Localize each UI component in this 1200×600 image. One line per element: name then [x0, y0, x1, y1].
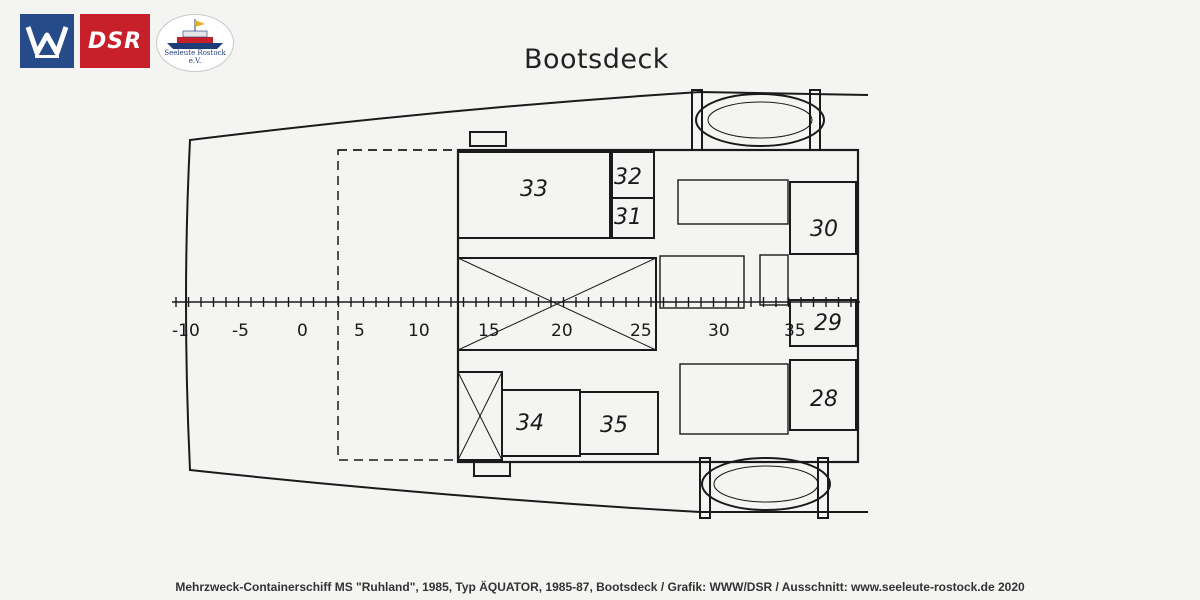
- scale-label: 0: [297, 321, 308, 341]
- plan-title: Bootsdeck: [524, 44, 669, 75]
- room-35-outline: [579, 391, 659, 455]
- stair-block: [659, 255, 745, 309]
- scale-label: 15: [478, 321, 500, 341]
- room-label-28: 28: [810, 387, 838, 412]
- scale-label: 30: [708, 321, 730, 341]
- room-label-29: 29: [814, 311, 842, 336]
- scale-label: 25: [630, 321, 652, 341]
- lower-cabin-block: [679, 363, 789, 435]
- room-label-31: 31: [614, 205, 642, 230]
- lifeboat-lower: [701, 457, 831, 511]
- room-label-32: 32: [614, 165, 642, 190]
- corridor-block: [759, 254, 789, 306]
- scale-label: -10: [172, 321, 200, 341]
- room-29-outline: [789, 299, 857, 347]
- upper-cabin-block: [677, 179, 789, 225]
- dsr-logo: DSR: [80, 14, 150, 68]
- scale-label: 5: [354, 321, 365, 341]
- ship-icon: [167, 19, 223, 49]
- dsr-logo-text: DSR: [87, 28, 143, 54]
- logo-bar: DSR Seeleute Rostock e.V.: [20, 14, 234, 72]
- seeleute-rostock-seal: Seeleute Rostock e.V.: [156, 14, 234, 72]
- central-casing: [457, 257, 657, 351]
- lifeboat-upper: [695, 93, 825, 147]
- image-caption: Mehrzweck-Containerschiff MS "Ruhland", …: [175, 580, 1025, 594]
- room-label-35: 35: [600, 413, 628, 438]
- seal-text: Seeleute Rostock e.V.: [164, 49, 226, 65]
- room-label-34: 34: [516, 411, 544, 436]
- room-30-outline: [789, 181, 857, 255]
- scale-label: 10: [408, 321, 430, 341]
- room-28-outline: [789, 359, 857, 431]
- room-31-outline: [611, 197, 655, 239]
- container-bay-outline: [337, 149, 459, 461]
- room-33-outline: [457, 151, 611, 239]
- lower-left-casing: [457, 371, 503, 461]
- room-label-30: 30: [810, 217, 838, 242]
- scale-label: -5: [232, 321, 249, 341]
- scale-label: 20: [551, 321, 573, 341]
- scale-label: 35: [784, 321, 806, 341]
- room-label-33: 33: [520, 177, 548, 202]
- ww-logo-icon: [20, 14, 74, 68]
